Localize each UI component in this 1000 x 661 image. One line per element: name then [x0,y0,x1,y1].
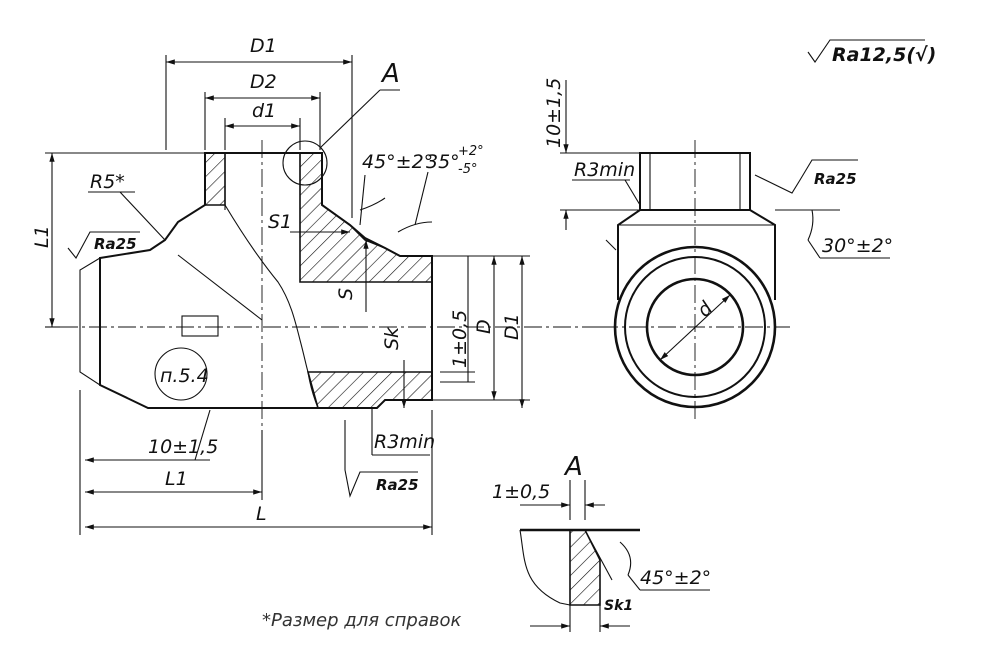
dim-D: D [473,319,495,334]
roughness-bottom: Ra25 [376,476,419,494]
dim-R5: R5* [90,171,125,193]
detail-dim-sk1: Sk1 [604,598,633,614]
dim-R3min-bottom: R3min [374,431,435,453]
dim-D1-right: D1 [501,313,523,340]
dim-one-tol: 1±0,5 [449,310,471,368]
dim-d1: d1 [252,100,276,122]
footnote: *Размер для справок [262,610,461,631]
front-view: п.5.4 A D1 D2 d1 L1 R5* Ra25 S1 [31,35,600,535]
dim-ten-tol-bottom: 10±1,5 [148,436,218,458]
dim-S1: S1 [268,211,292,233]
dim-L1-vertical: L1 [31,225,53,248]
detail-dim-angle-45: 45°±2° [640,567,711,589]
dim-D1-top: D1 [250,35,277,57]
side-view: d 10±1,5 R3min Ra25 30°±2° [543,78,893,420]
side-dim-R3min: R3min [574,159,635,181]
dim-L: L [256,503,267,525]
detail-dim-one-tol: 1±0,5 [492,481,550,503]
dim-angle-35-upper: +2° [458,144,484,159]
dim-angle-45: 45°±2° [362,151,433,173]
dim-L1-bottom: L1 [165,468,188,490]
roughness-side: Ra25 [814,170,857,188]
view-a-marker: A [380,59,400,89]
dim-Sk: Sk [381,326,403,350]
dim-angle-35-lower: -5° [458,162,477,177]
detail-a: A 1±0,5 45°±2° Sk1 [492,452,711,632]
general-roughness: Ra12,5(√) [807,39,936,66]
roughness-general: Ra12,5(√) [832,44,936,66]
side-dim-ten-tol: 10±1,5 [543,78,565,148]
dim-D2: D2 [250,71,277,93]
note-ref-label: п.5.4 [160,365,209,387]
detail-a-title: A [563,452,583,482]
dim-S: S [335,288,357,300]
roughness-left: Ra25 [94,235,137,253]
dim-angle-35: 35° [426,151,460,173]
side-dim-angle-30: 30°±2° [822,235,893,257]
